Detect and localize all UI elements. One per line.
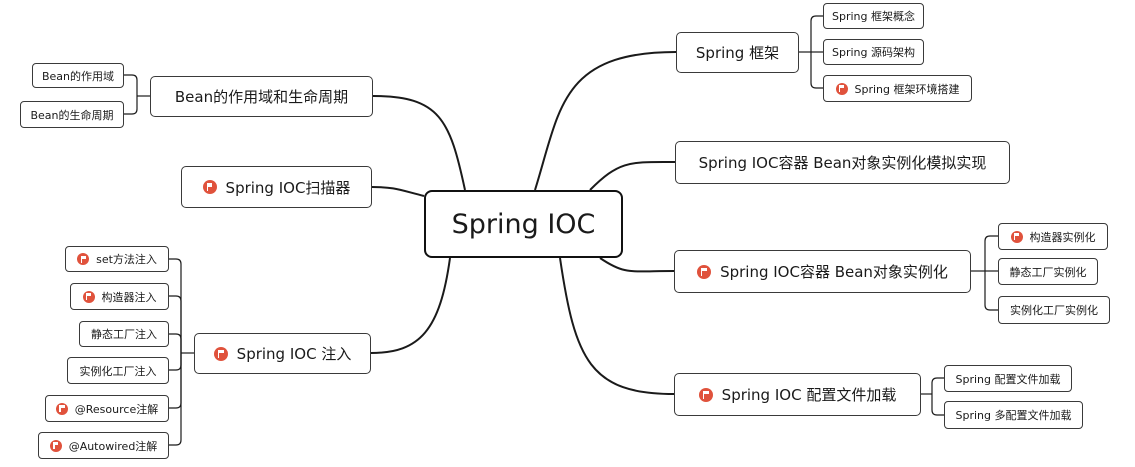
subtopic-label: 构造器实例化 bbox=[1029, 230, 1096, 244]
subtopic-label: set方法注入 bbox=[96, 253, 157, 266]
topic-label: Spring IOC容器 Bean对象实例化模拟实现 bbox=[698, 154, 987, 172]
topic-config-loading[interactable]: Spring IOC 配置文件加载 bbox=[674, 373, 921, 416]
bracket-injection-4 bbox=[169, 353, 182, 409]
topic-label: Spring IOC 注入 bbox=[236, 345, 352, 363]
bracket-injection-0 bbox=[169, 258, 182, 353]
bracket-config-0 bbox=[931, 377, 944, 394]
subtopic-source-architecture[interactable]: Spring 源码架构 bbox=[823, 39, 924, 65]
subtopic-label: Spring 多配置文件加载 bbox=[955, 409, 1072, 422]
subtopic-constructor-instantiation[interactable]: 构造器实例化 bbox=[998, 223, 1108, 250]
topic-label: Spring IOC容器 Bean对象实例化 bbox=[720, 263, 948, 281]
subtopic-label: 构造器注入 bbox=[101, 290, 157, 304]
subtopic-autowired-annotation[interactable]: @Autowired注解 bbox=[38, 432, 169, 459]
connector-root-instantiation bbox=[599, 257, 675, 273]
flag-icon bbox=[698, 387, 713, 402]
subtopic-label: Spring 框架环境搭建 bbox=[854, 82, 960, 96]
bracket-config-1 bbox=[931, 394, 944, 416]
connector-root-scanner bbox=[371, 186, 425, 197]
flag-icon bbox=[49, 439, 62, 452]
topic-label: Spring IOC 配置文件加载 bbox=[721, 386, 897, 404]
subtopic-label: Spring 配置文件加载 bbox=[955, 372, 1061, 386]
flag-icon bbox=[213, 346, 228, 361]
subtopic-label: @Autowired注解 bbox=[68, 439, 158, 453]
subtopic-label: Bean的作用域 bbox=[41, 69, 115, 83]
subtopic-label: 静态工厂注入 bbox=[91, 328, 157, 341]
bracket-bean-scope-0 bbox=[124, 74, 138, 96]
bracket-bean-scope-1 bbox=[124, 96, 138, 115]
subtopic-static-factory-injection[interactable]: 静态工厂注入 bbox=[79, 321, 169, 347]
subtopic-config-file-loading[interactable]: Spring 配置文件加载 bbox=[944, 365, 1072, 392]
bracket-instantiation-0 bbox=[984, 235, 998, 271]
topic-container-instantiation[interactable]: Spring IOC容器 Bean对象实例化 bbox=[674, 250, 971, 293]
bracket-injection-2 bbox=[169, 333, 182, 353]
topic-label: Spring IOC扫描器 bbox=[225, 178, 351, 197]
bracket-framework-2 bbox=[810, 52, 823, 89]
subtopic-framework-concept[interactable]: Spring 框架概念 bbox=[823, 3, 924, 29]
bracket-injection-1 bbox=[169, 295, 182, 353]
subtopic-bean-lifecycle[interactable]: Bean的生命周期 bbox=[20, 101, 124, 128]
flag-icon bbox=[55, 402, 68, 415]
subtopic-environment-setup[interactable]: Spring 框架环境搭建 bbox=[823, 75, 972, 102]
root-topic-label: Spring IOC bbox=[451, 208, 596, 240]
connector-root-simulation bbox=[589, 160, 676, 191]
subtopic-static-factory-instantiation[interactable]: 静态工厂实例化 bbox=[998, 258, 1098, 285]
subtopic-instance-factory-injection[interactable]: 实例化工厂注入 bbox=[67, 357, 169, 384]
subtopic-multi-config-loading[interactable]: Spring 多配置文件加载 bbox=[944, 401, 1083, 429]
flag-icon bbox=[697, 264, 712, 279]
subtopic-bean-scope[interactable]: Bean的作用域 bbox=[32, 63, 124, 88]
subtopic-resource-annotation[interactable]: @Resource注解 bbox=[45, 395, 169, 422]
topic-ioc-scanner[interactable]: Spring IOC扫描器 bbox=[181, 166, 372, 208]
flag-icon bbox=[82, 290, 95, 303]
subtopic-instance-factory-instantiation[interactable]: 实例化工厂实例化 bbox=[998, 296, 1110, 324]
connector-root-config bbox=[559, 257, 675, 395]
subtopic-label: 实例化工厂注入 bbox=[79, 364, 157, 378]
connector-root-framework bbox=[534, 51, 677, 191]
subtopic-setter-injection[interactable]: set方法注入 bbox=[65, 246, 169, 272]
flag-icon bbox=[202, 180, 217, 194]
flag-icon bbox=[835, 82, 848, 95]
bracket-injection-5 bbox=[169, 353, 182, 446]
root-topic[interactable]: Spring IOC bbox=[424, 190, 623, 258]
subtopic-label: Bean的生命周期 bbox=[30, 108, 114, 122]
connector-root-injection bbox=[370, 257, 451, 354]
subtopic-label: 实例化工厂实例化 bbox=[1010, 304, 1098, 317]
connector-root-bean-scope bbox=[372, 95, 466, 191]
bracket-framework-0 bbox=[810, 15, 823, 52]
topic-container-simulation[interactable]: Spring IOC容器 Bean对象实例化模拟实现 bbox=[675, 141, 1010, 184]
subtopic-label: Spring 源码架构 bbox=[832, 46, 915, 59]
subtopic-label: 静态工厂实例化 bbox=[1009, 265, 1087, 279]
bracket-injection-3 bbox=[169, 353, 182, 371]
bracket-instantiation-2 bbox=[984, 271, 998, 311]
topic-spring-framework[interactable]: Spring 框架 bbox=[676, 32, 799, 73]
flag-icon bbox=[77, 253, 90, 265]
topic-bean-scope-lifecycle[interactable]: Bean的作用域和生命周期 bbox=[150, 76, 373, 117]
topic-label: Bean的作用域和生命周期 bbox=[174, 88, 349, 106]
subtopic-label: Spring 框架概念 bbox=[832, 10, 915, 23]
flag-icon bbox=[1010, 230, 1023, 243]
subtopic-label: @Resource注解 bbox=[74, 402, 159, 416]
subtopic-constructor-injection[interactable]: 构造器注入 bbox=[70, 283, 169, 310]
topic-ioc-injection[interactable]: Spring IOC 注入 bbox=[194, 333, 371, 374]
topic-label: Spring 框架 bbox=[695, 44, 780, 62]
